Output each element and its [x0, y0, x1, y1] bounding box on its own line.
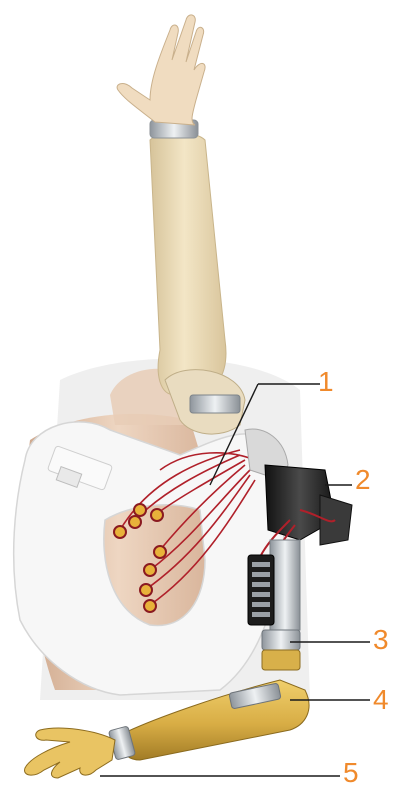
wrist-rotator	[262, 630, 300, 650]
callout-5: 5	[343, 759, 359, 787]
wrist-rotator-gold	[262, 650, 300, 670]
callout-1: 1	[318, 368, 334, 396]
shoulder-hinge	[190, 395, 240, 413]
raised-hand	[117, 15, 205, 125]
lower-hand	[25, 728, 115, 778]
callout-2: 2	[355, 466, 371, 494]
callout-3: 3	[373, 626, 389, 654]
callout-4: 4	[373, 686, 389, 714]
upper-arm-prosthesis	[150, 133, 226, 396]
